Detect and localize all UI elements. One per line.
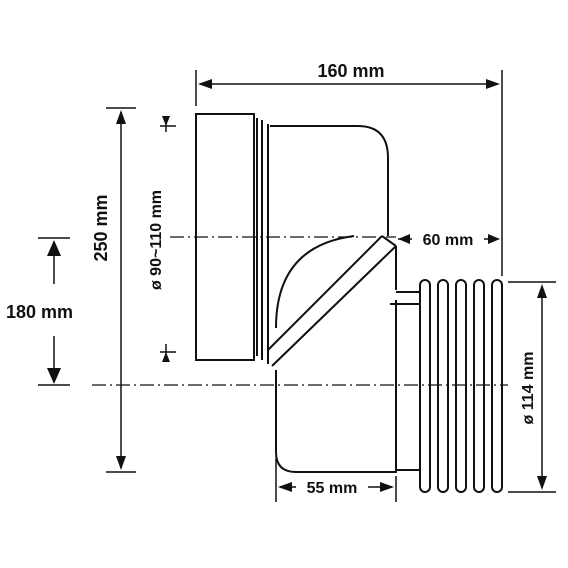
arrowheads xyxy=(47,79,547,492)
center-lines xyxy=(92,236,508,386)
label-offset-60: 60 mm xyxy=(423,232,474,249)
arrow-114-bottom xyxy=(537,476,547,490)
arrow-180-bottom xyxy=(47,368,61,384)
arrow-250-top xyxy=(116,110,126,124)
arrow-55-left xyxy=(278,482,292,492)
joint-band-lower xyxy=(271,245,397,367)
arrow-inlet-bottom xyxy=(162,352,170,362)
arrow-60-right xyxy=(488,234,500,244)
outlet-rib-1 xyxy=(419,279,431,493)
arrow-160-right xyxy=(486,79,500,89)
label-outlet-diameter: ø 114 mm xyxy=(520,352,537,425)
arrow-55-right xyxy=(380,482,394,492)
lower-body-outline xyxy=(275,246,397,473)
arrow-250-bottom xyxy=(116,456,126,470)
outlet-rib-2 xyxy=(437,279,449,493)
label-height-180: 180 mm xyxy=(6,302,73,322)
arrow-180-top xyxy=(47,240,61,256)
label-width-55: 55 mm xyxy=(307,480,358,497)
label-55-bg xyxy=(296,476,368,498)
outlet-rib-4 xyxy=(473,279,485,493)
arrow-160-left xyxy=(198,79,212,89)
arrow-114-top xyxy=(537,284,547,298)
joint-band-cap xyxy=(381,235,397,247)
outlet-rib-3 xyxy=(455,279,467,493)
outlet-ribs xyxy=(419,279,503,493)
label-60-bg xyxy=(412,228,484,250)
label-height-250: 250 mm xyxy=(91,194,111,261)
elbow-inner-curve xyxy=(275,235,355,329)
pipe-body xyxy=(195,113,420,473)
arrow-60-left xyxy=(398,234,410,244)
label-inlet-diameter: ø 90~110 mm xyxy=(148,190,165,290)
arrow-inlet-top xyxy=(162,116,170,126)
label-width-160: 160 mm xyxy=(317,61,384,81)
outlet-rib-5 xyxy=(491,279,503,493)
elbow-upper-outline xyxy=(270,125,389,236)
joint-band-upper xyxy=(267,235,383,351)
